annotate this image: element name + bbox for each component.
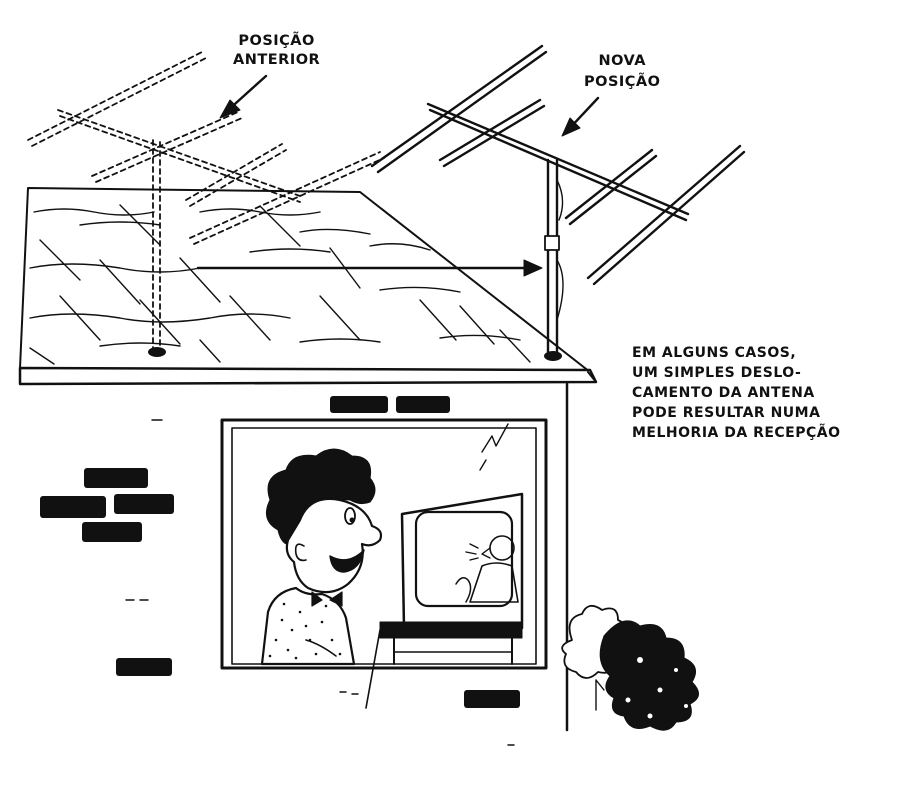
old-position-label: POSIÇÃO ANTERIOR <box>233 34 320 67</box>
old-antenna <box>27 51 385 351</box>
caption: EM ALGUNS CASOS, UM SIMPLES DESLO- CAMEN… <box>632 346 841 446</box>
old-position-label-line-2: ANTERIOR <box>233 51 321 68</box>
bricks <box>40 396 520 708</box>
caption-line-2: UM SIMPLES DESLO- <box>632 365 802 381</box>
new-position-label-line-1: NOVA <box>598 53 647 69</box>
arrow-new-label <box>561 96 600 137</box>
roof <box>18 187 598 386</box>
caption-line-5: MELHORIA DA RECEPÇÃO <box>632 425 841 441</box>
bush <box>561 604 699 731</box>
new-mast-base <box>544 351 562 361</box>
caption-line-4: PODE RESULTAR NUMA <box>632 405 821 421</box>
new-position-label: NOVA POSIÇÃO <box>584 54 660 89</box>
person <box>260 448 383 666</box>
old-mast-base <box>148 347 166 357</box>
caption-line-1: EM ALGUNS CASOS, <box>632 345 797 361</box>
arrow-old-label <box>219 74 268 119</box>
caption-line-3: CAMENTO DA ANTENA <box>632 385 815 401</box>
wall <box>40 382 569 746</box>
arrow-relocation <box>196 259 543 277</box>
new-antenna <box>370 44 746 354</box>
old-position-label-line-1: POSIÇÃO <box>238 33 315 49</box>
television <box>365 492 524 709</box>
new-position-label-line-2: POSIÇÃO <box>584 73 661 90</box>
